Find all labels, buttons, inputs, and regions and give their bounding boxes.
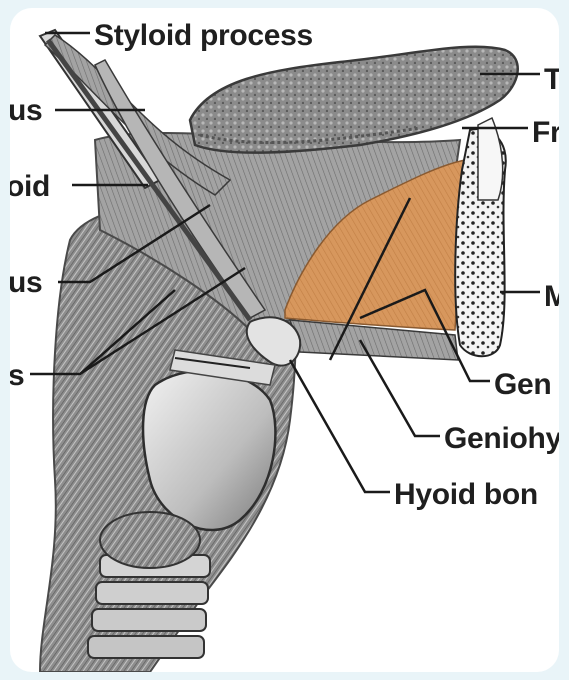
incisor-tooth bbox=[478, 118, 503, 200]
label-m-cut: M bbox=[544, 282, 559, 312]
anatomy-illustration bbox=[10, 8, 559, 672]
label-us-mid: us bbox=[10, 268, 42, 298]
label-s-left: s bbox=[10, 361, 24, 391]
label-us-top: us bbox=[10, 96, 42, 126]
label-fr-cut: Fr bbox=[532, 118, 559, 148]
cricoid-muscle bbox=[100, 512, 200, 568]
label-hyoid-bone: Hyoid bon bbox=[394, 480, 538, 510]
figure-frame: Styloid process T Fr us oid us s M Gen G… bbox=[10, 8, 559, 672]
label-gen-cut: Gen bbox=[494, 370, 551, 400]
label-t-cut: T bbox=[544, 65, 559, 95]
label-styloid-process: Styloid process bbox=[94, 21, 313, 51]
label-geniohy-cut: Geniohy bbox=[444, 424, 559, 454]
label-oid: oid bbox=[10, 172, 50, 202]
